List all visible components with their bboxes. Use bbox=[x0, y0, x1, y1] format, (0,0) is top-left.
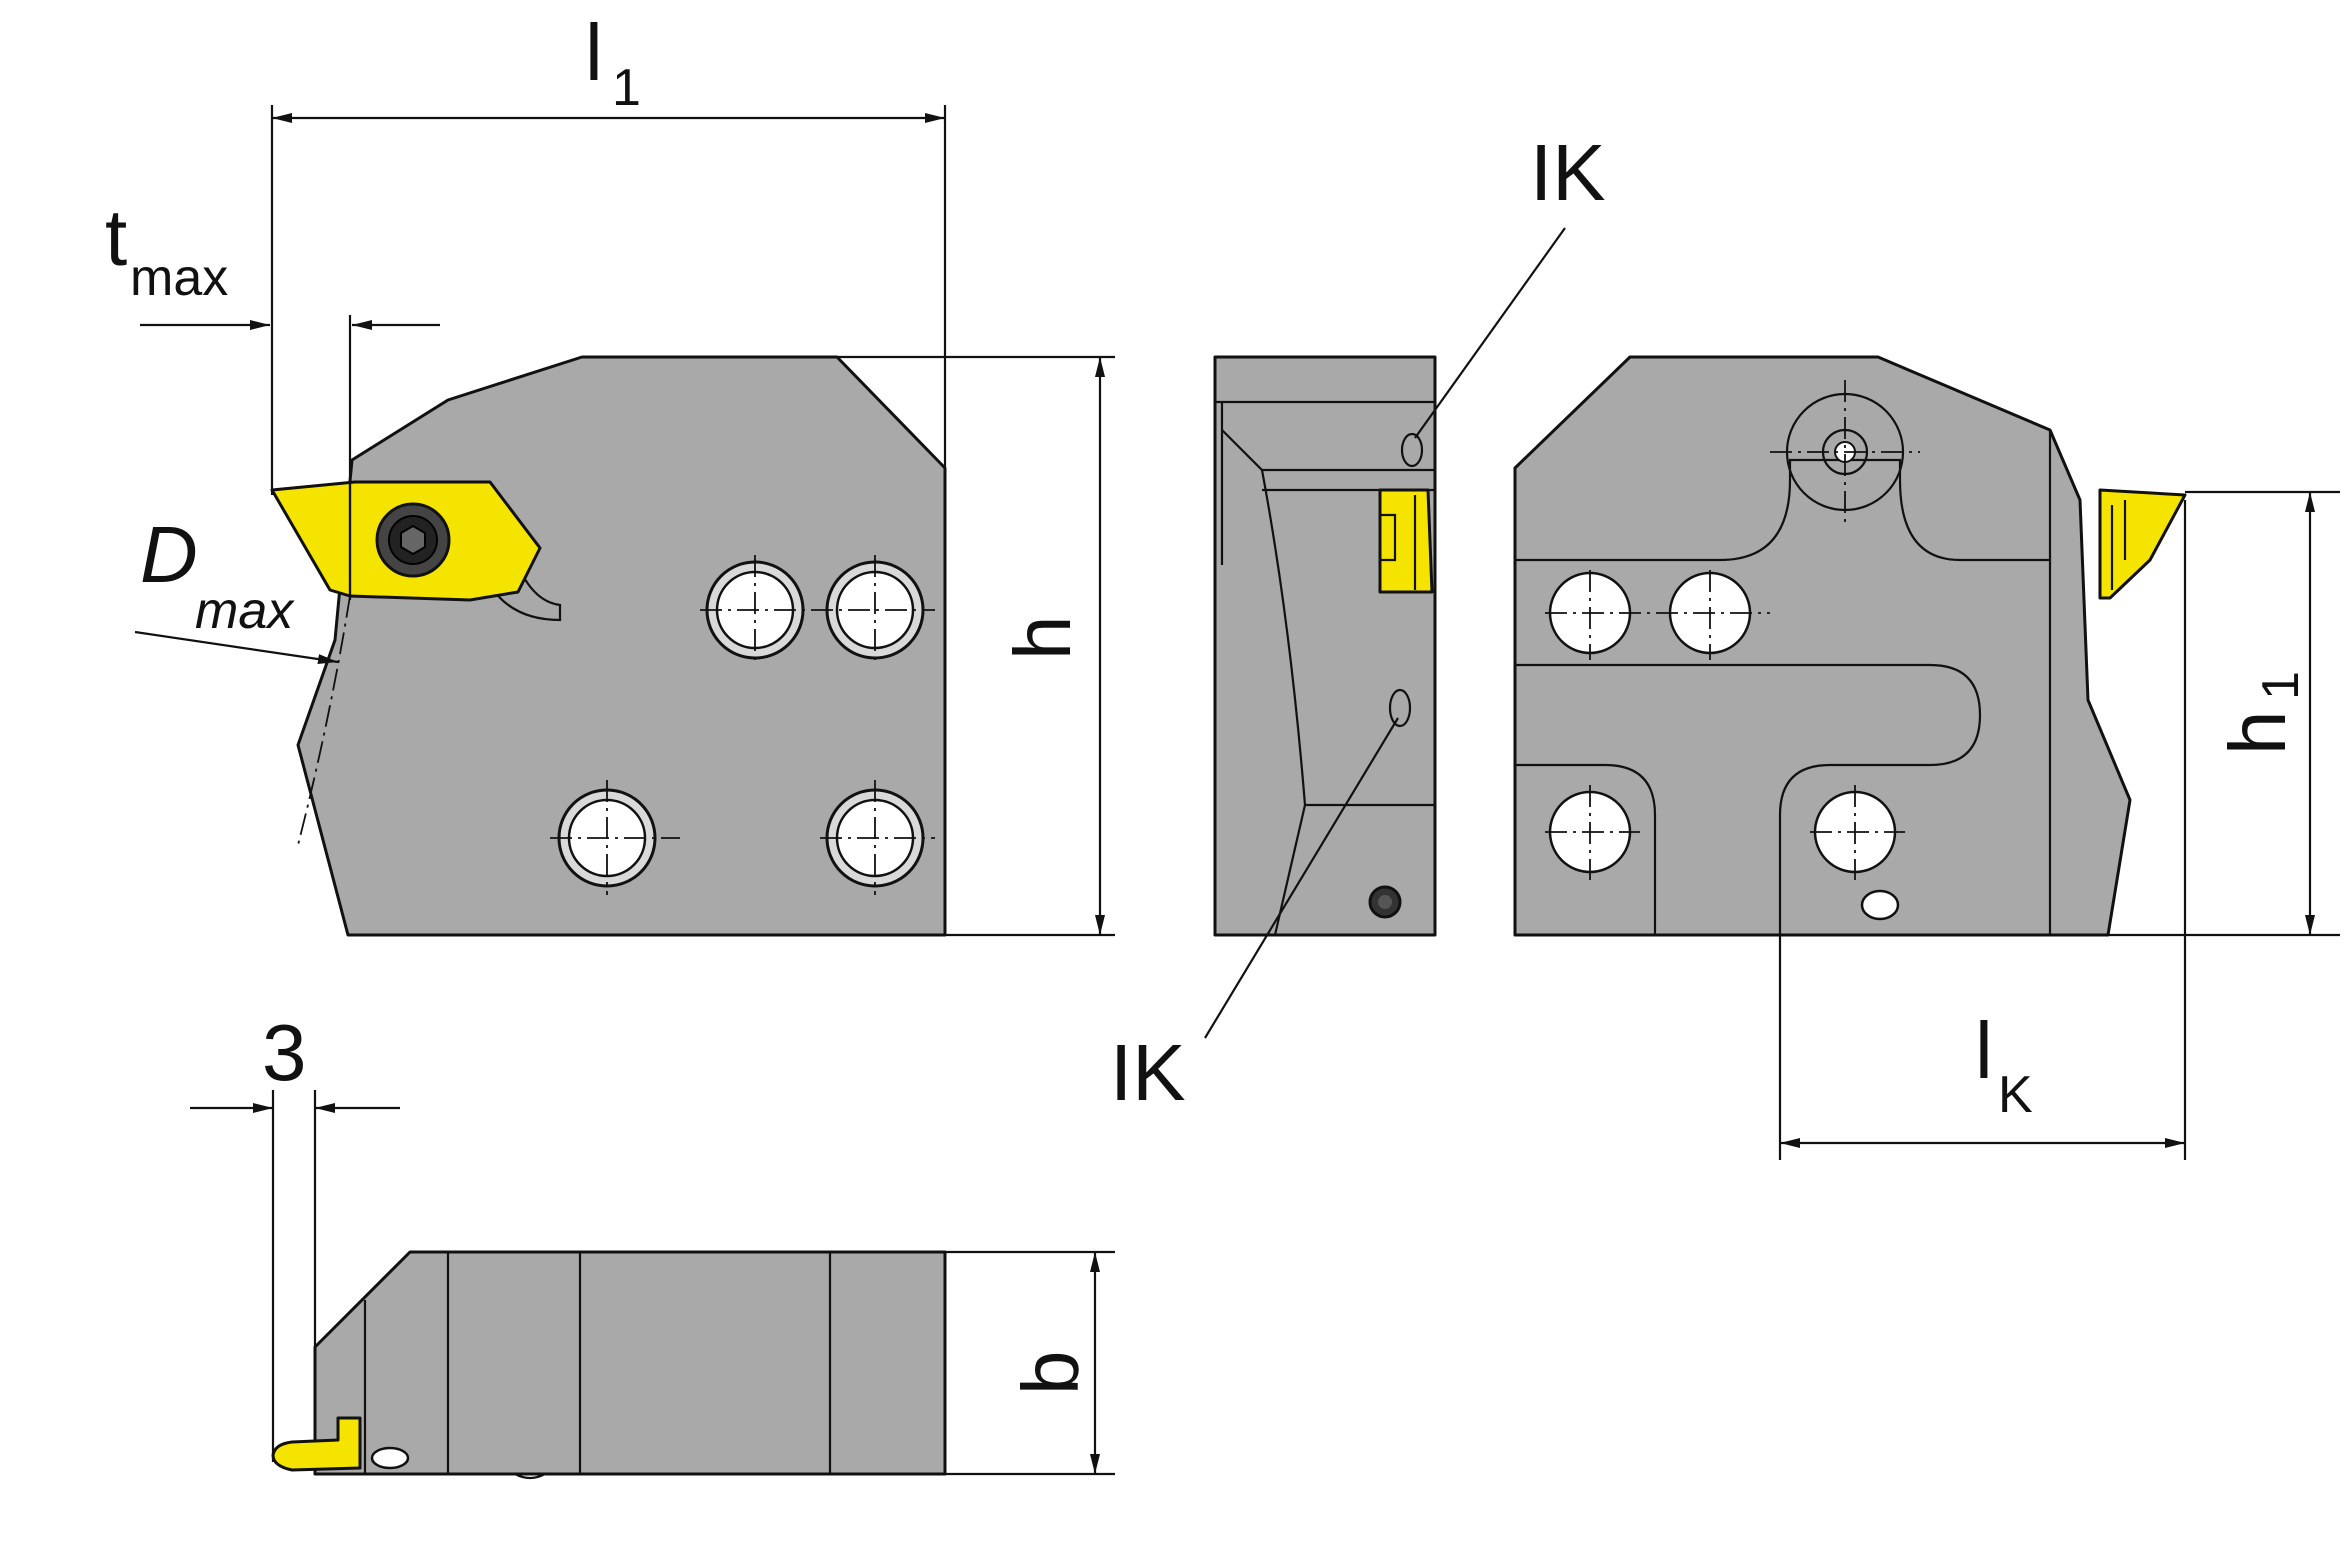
label-three: 3 bbox=[262, 1008, 307, 1097]
rear-insert-detail bbox=[2110, 500, 2127, 590]
labels: l 1 t max D max h h 1 IK IK l K 3 b bbox=[105, 8, 2310, 1395]
label-ik-bottom: IK bbox=[1110, 1028, 1186, 1117]
side-upper-block bbox=[1215, 400, 1435, 565]
rear-t-slot bbox=[1515, 663, 1982, 935]
label-ik-top: IK bbox=[1530, 128, 1606, 217]
dmax-leader bbox=[134, 630, 339, 665]
label-h1: h bbox=[2213, 711, 2302, 756]
label-lk: l bbox=[1975, 1006, 1993, 1095]
label-lk-sub: K bbox=[1998, 1066, 2033, 1124]
front-view bbox=[270, 355, 947, 937]
top-port bbox=[370, 1446, 410, 1470]
ik-bottom-leader bbox=[1204, 717, 1399, 1039]
top-segments bbox=[363, 1252, 832, 1474]
label-tmax-sub: max bbox=[130, 249, 228, 307]
rear-insert bbox=[2098, 488, 2187, 600]
rear-body bbox=[1513, 355, 2132, 937]
top-bottom-notch bbox=[514, 1473, 546, 1480]
top-body bbox=[313, 1250, 947, 1476]
label-dmax: D bbox=[140, 510, 198, 599]
rear-view bbox=[1513, 355, 2187, 937]
label-dmax-sub: max bbox=[195, 582, 295, 640]
label-h1-sub: 1 bbox=[2252, 671, 2310, 700]
label-tmax: t bbox=[105, 193, 127, 282]
ik-port-lower bbox=[1388, 688, 1412, 728]
front-holes bbox=[550, 555, 935, 895]
dmax-arc bbox=[297, 595, 351, 846]
dimensions bbox=[134, 105, 2340, 1476]
rear-holes bbox=[1545, 380, 1920, 921]
top-view bbox=[271, 1250, 947, 1480]
side-view bbox=[1213, 355, 1437, 937]
label-b: b bbox=[1006, 1351, 1095, 1396]
insert-screw-hex bbox=[400, 524, 426, 556]
side-insert bbox=[1378, 488, 1434, 594]
label-h: h bbox=[998, 616, 1087, 661]
ik-port-upper bbox=[1400, 432, 1424, 468]
side-bottom-taper bbox=[1273, 804, 1307, 936]
label-l1: l bbox=[585, 8, 603, 97]
label-l1-sub: 1 bbox=[612, 59, 641, 117]
ik-top-leader bbox=[1414, 227, 1566, 439]
side-plug-inner bbox=[1378, 895, 1392, 909]
side-insert-detail bbox=[1380, 495, 1417, 590]
